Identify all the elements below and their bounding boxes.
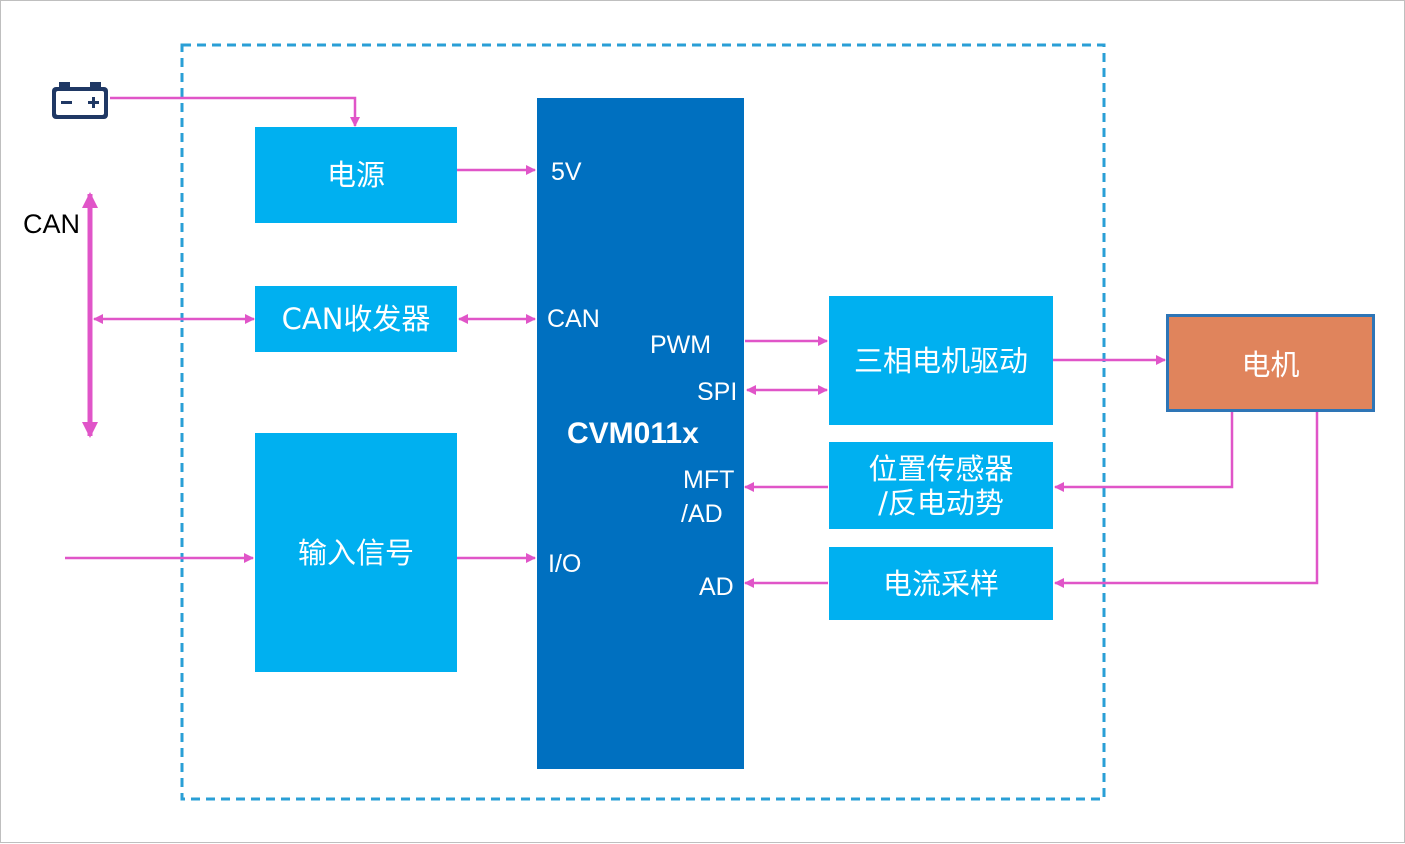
motor-label: 电机 [1241,348,1300,382]
can-transceiver-label: CAN收发器 [281,302,431,336]
position-sensor-label-line1: 位置传感器 [868,451,1014,486]
mcu-name: CVM011x [567,417,699,450]
pin-can: CAN [547,305,600,333]
motor-driver-label: 三相电机驱动 [853,343,1028,378]
pin-io: I/O [548,550,582,578]
battery-to-power-wire [110,96,360,127]
battery-icon [50,79,110,121]
position-sensor-block: 位置传感器 /反电动势 [829,442,1053,529]
position-sensor-label-line2: /反电动势 [878,485,1004,520]
pin-ad: AD [699,573,734,601]
pin-5v: 5V [551,158,582,186]
pin-spi: SPI [697,378,738,406]
pin-mft-line2: /AD [681,500,723,528]
current-sampling-block: 电流采样 [829,547,1053,620]
motor-to-sensor-wire [1054,412,1234,492]
motor-driver-block: 三相电机驱动 [829,296,1053,425]
power-block-label: 电源 [326,158,385,192]
pin-pwm: PWM [650,331,712,359]
power-block: 电源 [255,127,457,223]
motor-block: 电机 [1166,314,1375,412]
can-bus-label: CAN [23,209,81,239]
mcu-block [537,98,744,769]
pin-mft-line1: MFT [683,466,735,494]
input-signal-block: 输入信号 [255,433,457,672]
motor-to-current-wire [1054,412,1319,588]
system-boundary [180,43,1106,801]
current-sampling-label: 电流采样 [882,566,999,601]
input-signal-label: 输入信号 [297,535,414,570]
can-transceiver-block: CAN收发器 [255,286,457,352]
